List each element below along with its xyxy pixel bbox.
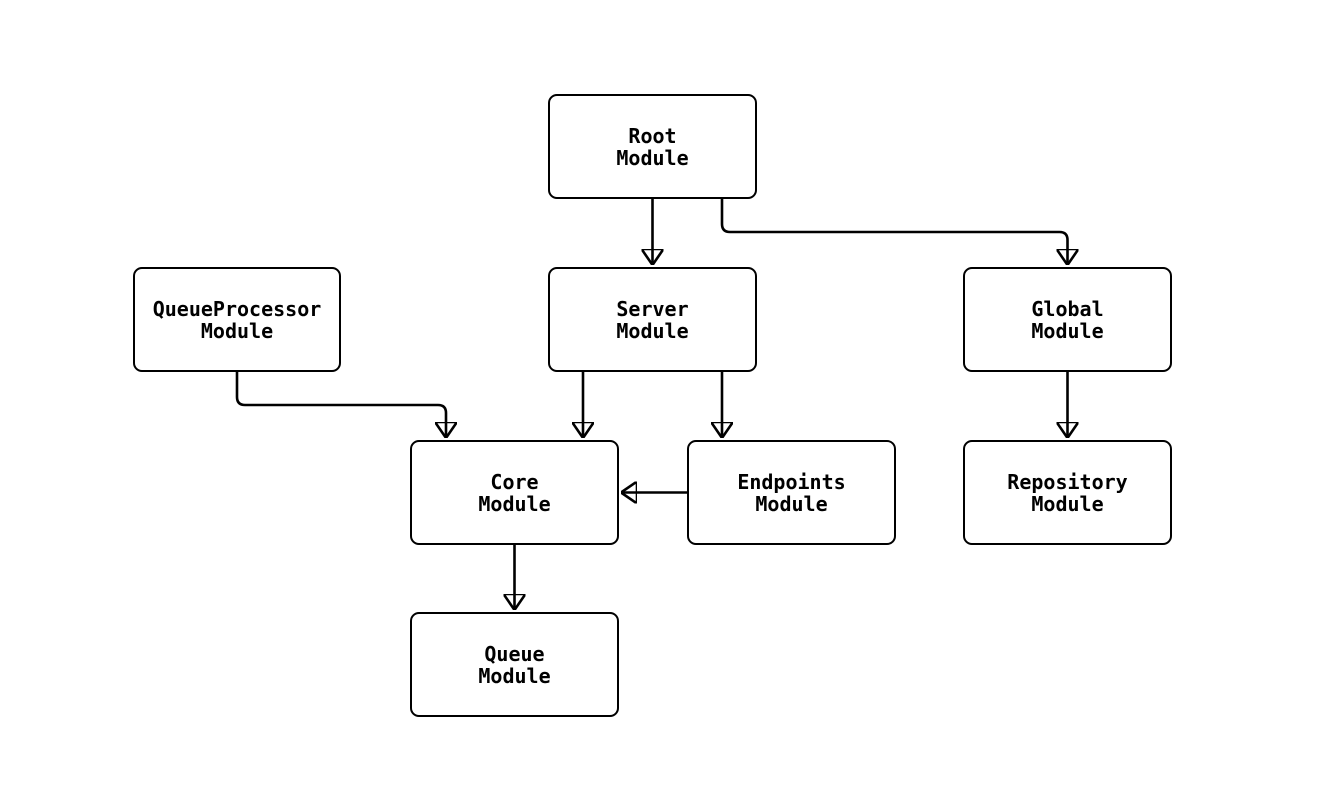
node-root-module: Root Module [548, 94, 757, 199]
node-label-line: Repository [1007, 469, 1128, 494]
edge-root-to-global [720, 199, 1068, 265]
node-label-line: QueueProcessor [152, 296, 322, 321]
node-repository-module: Repository Module [963, 440, 1172, 545]
node-label-line: Module [1031, 318, 1104, 343]
node-label-line: Module [755, 491, 828, 516]
node-endpoints-module: Endpoints Module [687, 440, 896, 545]
node-queue-module: Queue Module [410, 612, 619, 717]
node-server-module: Server Module [548, 267, 757, 372]
node-label-line: Module [200, 318, 274, 343]
node-label-line: Module [616, 318, 689, 343]
node-queueprocessor-module: QueueProcessor Module [133, 267, 341, 372]
node-label-line: Module [478, 663, 551, 688]
node-label-line: Endpoints [737, 469, 846, 494]
node-label-line: Root [628, 123, 677, 148]
node-global-module: Global Module [963, 267, 1172, 372]
node-label-line: Module [616, 145, 689, 170]
node-label-line: Queue [484, 641, 545, 666]
node-label-line: Module [1031, 491, 1104, 516]
node-core-module: Core Module [410, 440, 619, 545]
node-label-line: Server [616, 296, 689, 321]
node-label-line: Core [490, 469, 539, 494]
node-label-line: Global [1031, 296, 1104, 321]
node-label-line: Module [478, 491, 551, 516]
edge-queueprocessor-to-core [235, 372, 446, 438]
